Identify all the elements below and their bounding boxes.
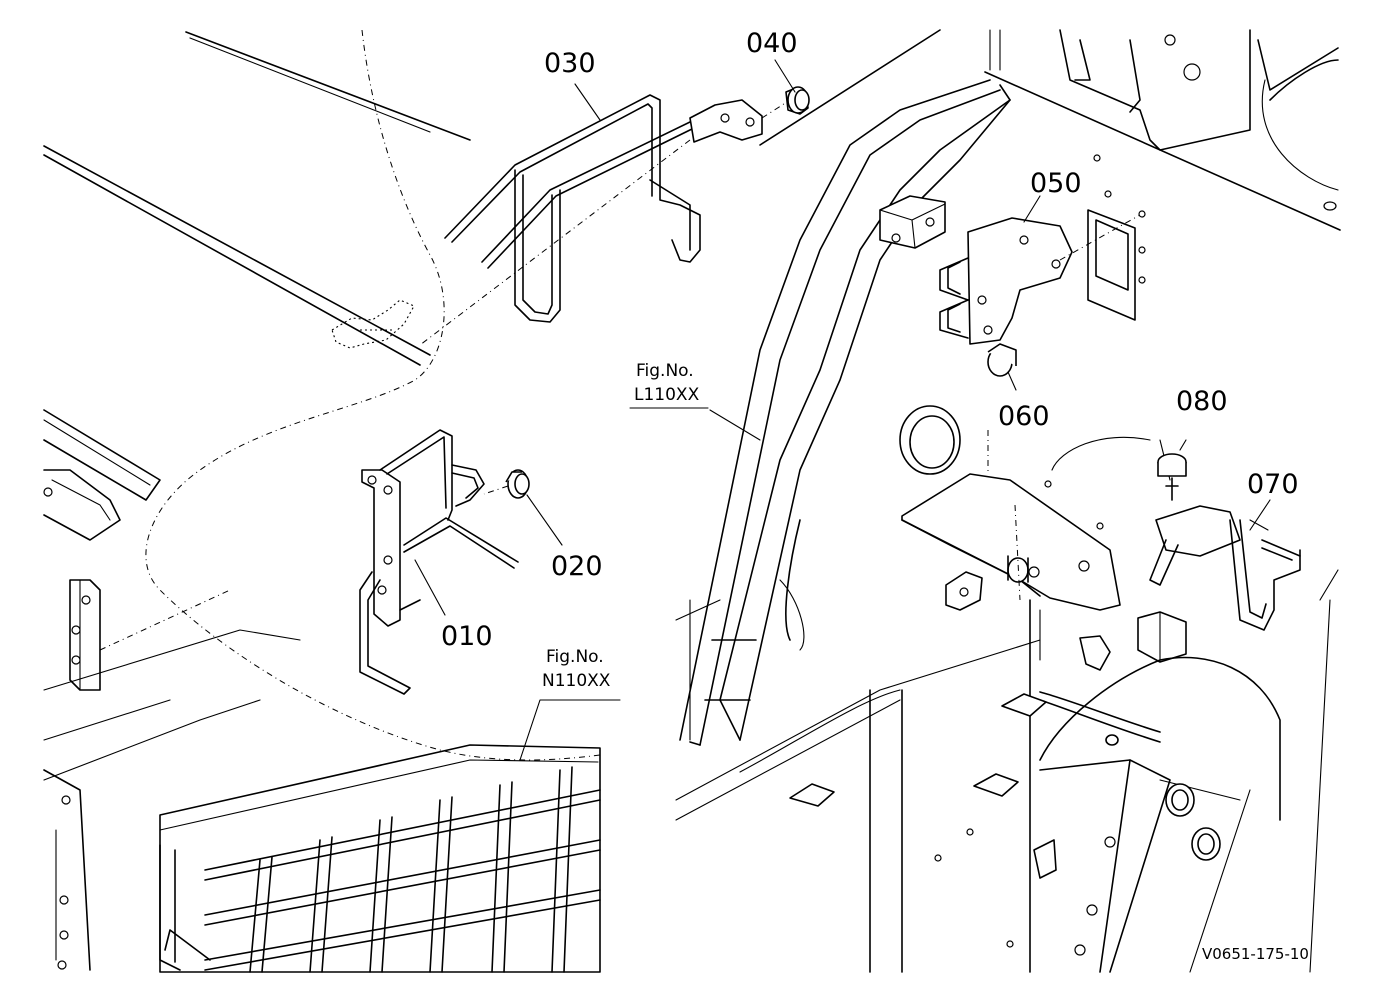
fig-ref-left-number: N110XX — [542, 671, 611, 691]
part-010-wire-holder — [359, 429, 519, 695]
fig-ref-right-title: Fig.No. — [636, 361, 694, 381]
mount-plate — [901, 430, 1121, 611]
label-050: 050 — [1030, 168, 1082, 199]
figure-reference-right: Fig.No. L110XX — [629, 361, 709, 409]
fig-ref-right-number: L110XX — [634, 385, 700, 405]
label-080: 080 — [1176, 386, 1228, 417]
part-labels: 030 040 020 010 050 060 080 070 — [441, 28, 1299, 652]
label-040: 040 — [746, 28, 798, 59]
drawing-code: V0651-175-10 — [1202, 945, 1309, 963]
figure-reference-left: Fig.No. N110XX — [542, 647, 611, 691]
label-010: 010 — [441, 621, 493, 652]
part-030-wire-holder — [419, 94, 791, 346]
label-070: 070 — [1247, 469, 1299, 500]
label-020: 020 — [551, 551, 603, 582]
pillar-frame — [679, 79, 1011, 746]
label-030: 030 — [544, 48, 596, 79]
part-020-bolt — [483, 469, 563, 546]
part-080-bolt — [1157, 439, 1187, 531]
label-060: 060 — [998, 401, 1050, 432]
part-070-wire-clamp — [1149, 505, 1301, 631]
seat-outline — [145, 29, 601, 761]
right-assembly-view — [675, 29, 1341, 973]
fig-ref-left-title: Fig.No. — [546, 647, 604, 667]
part-060-bolt — [987, 343, 1017, 391]
part-040-bolt — [774, 59, 810, 115]
left-assembly-view — [43, 29, 810, 973]
part-050-bracket — [939, 214, 1141, 345]
mesh-guard — [159, 744, 601, 973]
